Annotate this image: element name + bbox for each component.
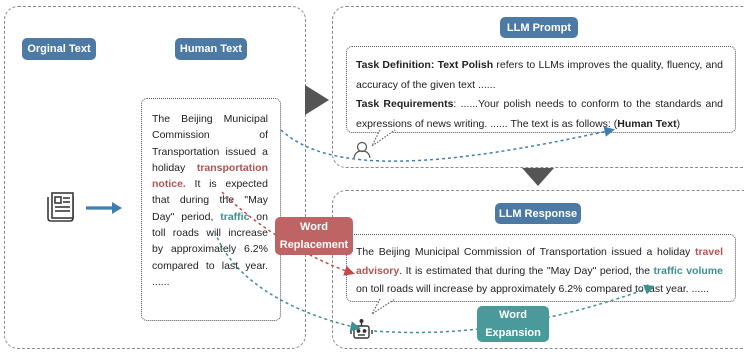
robot-icon — [350, 319, 373, 339]
word-replacement-label: Word Replacement — [275, 217, 353, 255]
original-text-label: Orginal Text — [22, 38, 96, 60]
right-triangle-arrow — [305, 85, 329, 115]
replaced-phrase: transportation notice — [152, 161, 268, 191]
llm-response-title: LLM Response — [495, 203, 581, 224]
llm-prompt-title: LLM Prompt — [500, 17, 578, 38]
response-box — [346, 234, 736, 302]
expansion-link-in — [214, 231, 361, 332]
word-expansion-line1: Word — [499, 309, 527, 321]
word-replacement-line2: Replacement — [279, 239, 349, 251]
word-expansion-label: Word Expansion — [477, 306, 549, 342]
replacement-phrase: travel advisory — [356, 246, 723, 277]
human-to-prompt-link — [280, 126, 615, 162]
human-text: The Beijing Municipal Commission of Tran… — [152, 111, 268, 290]
human-text-part1: The Beijing Municipal Commission of Tran… — [152, 113, 268, 174]
prompt-text: Task Definition: Text Polish refers to L… — [356, 56, 723, 134]
colon: : — [430, 59, 438, 71]
response-part3: on toll roads will increase by approxima… — [356, 283, 710, 295]
human-text-ref: Human Text — [617, 117, 677, 130]
close-paren: ) — [676, 117, 681, 130]
human-text-label: Human Text — [175, 38, 247, 60]
expansion-phrase: traffic volume — [653, 264, 723, 277]
task-name: Text Polish — [437, 59, 494, 71]
word-expansion-line2: Expansion — [485, 327, 541, 339]
user-icon — [353, 141, 371, 159]
human-text-box — [141, 98, 281, 321]
down-triangle-arrow — [522, 168, 554, 186]
response-bubble-tail — [371, 298, 396, 315]
word-replacement-line1: Word — [300, 221, 328, 233]
expanded-word: traffic — [220, 210, 250, 223]
prompt-box — [346, 46, 736, 133]
original-to-human-arrow — [86, 202, 122, 214]
prompt-bubble-tail — [371, 129, 396, 147]
response-text: The Beijing Municipal Commission of Tran… — [356, 243, 723, 299]
response-part2: . It is estimated that during the "May D… — [399, 264, 654, 277]
document-icon — [47, 192, 74, 222]
task-definition-label: Task Definition — [356, 59, 431, 71]
replaced-dot: . — [182, 178, 186, 191]
task-requirements-label: Task Requirements — [356, 98, 454, 110]
response-part1: The Beijing Municipal Commission of Tran… — [356, 246, 695, 258]
task-requirements-text: : ......Your polish needs to conform to … — [356, 98, 723, 130]
task-definition-text: refers to LLMs improves the quality, flu… — [356, 59, 724, 91]
human-text-part2: It is expected that during the "May Day"… — [152, 178, 268, 223]
